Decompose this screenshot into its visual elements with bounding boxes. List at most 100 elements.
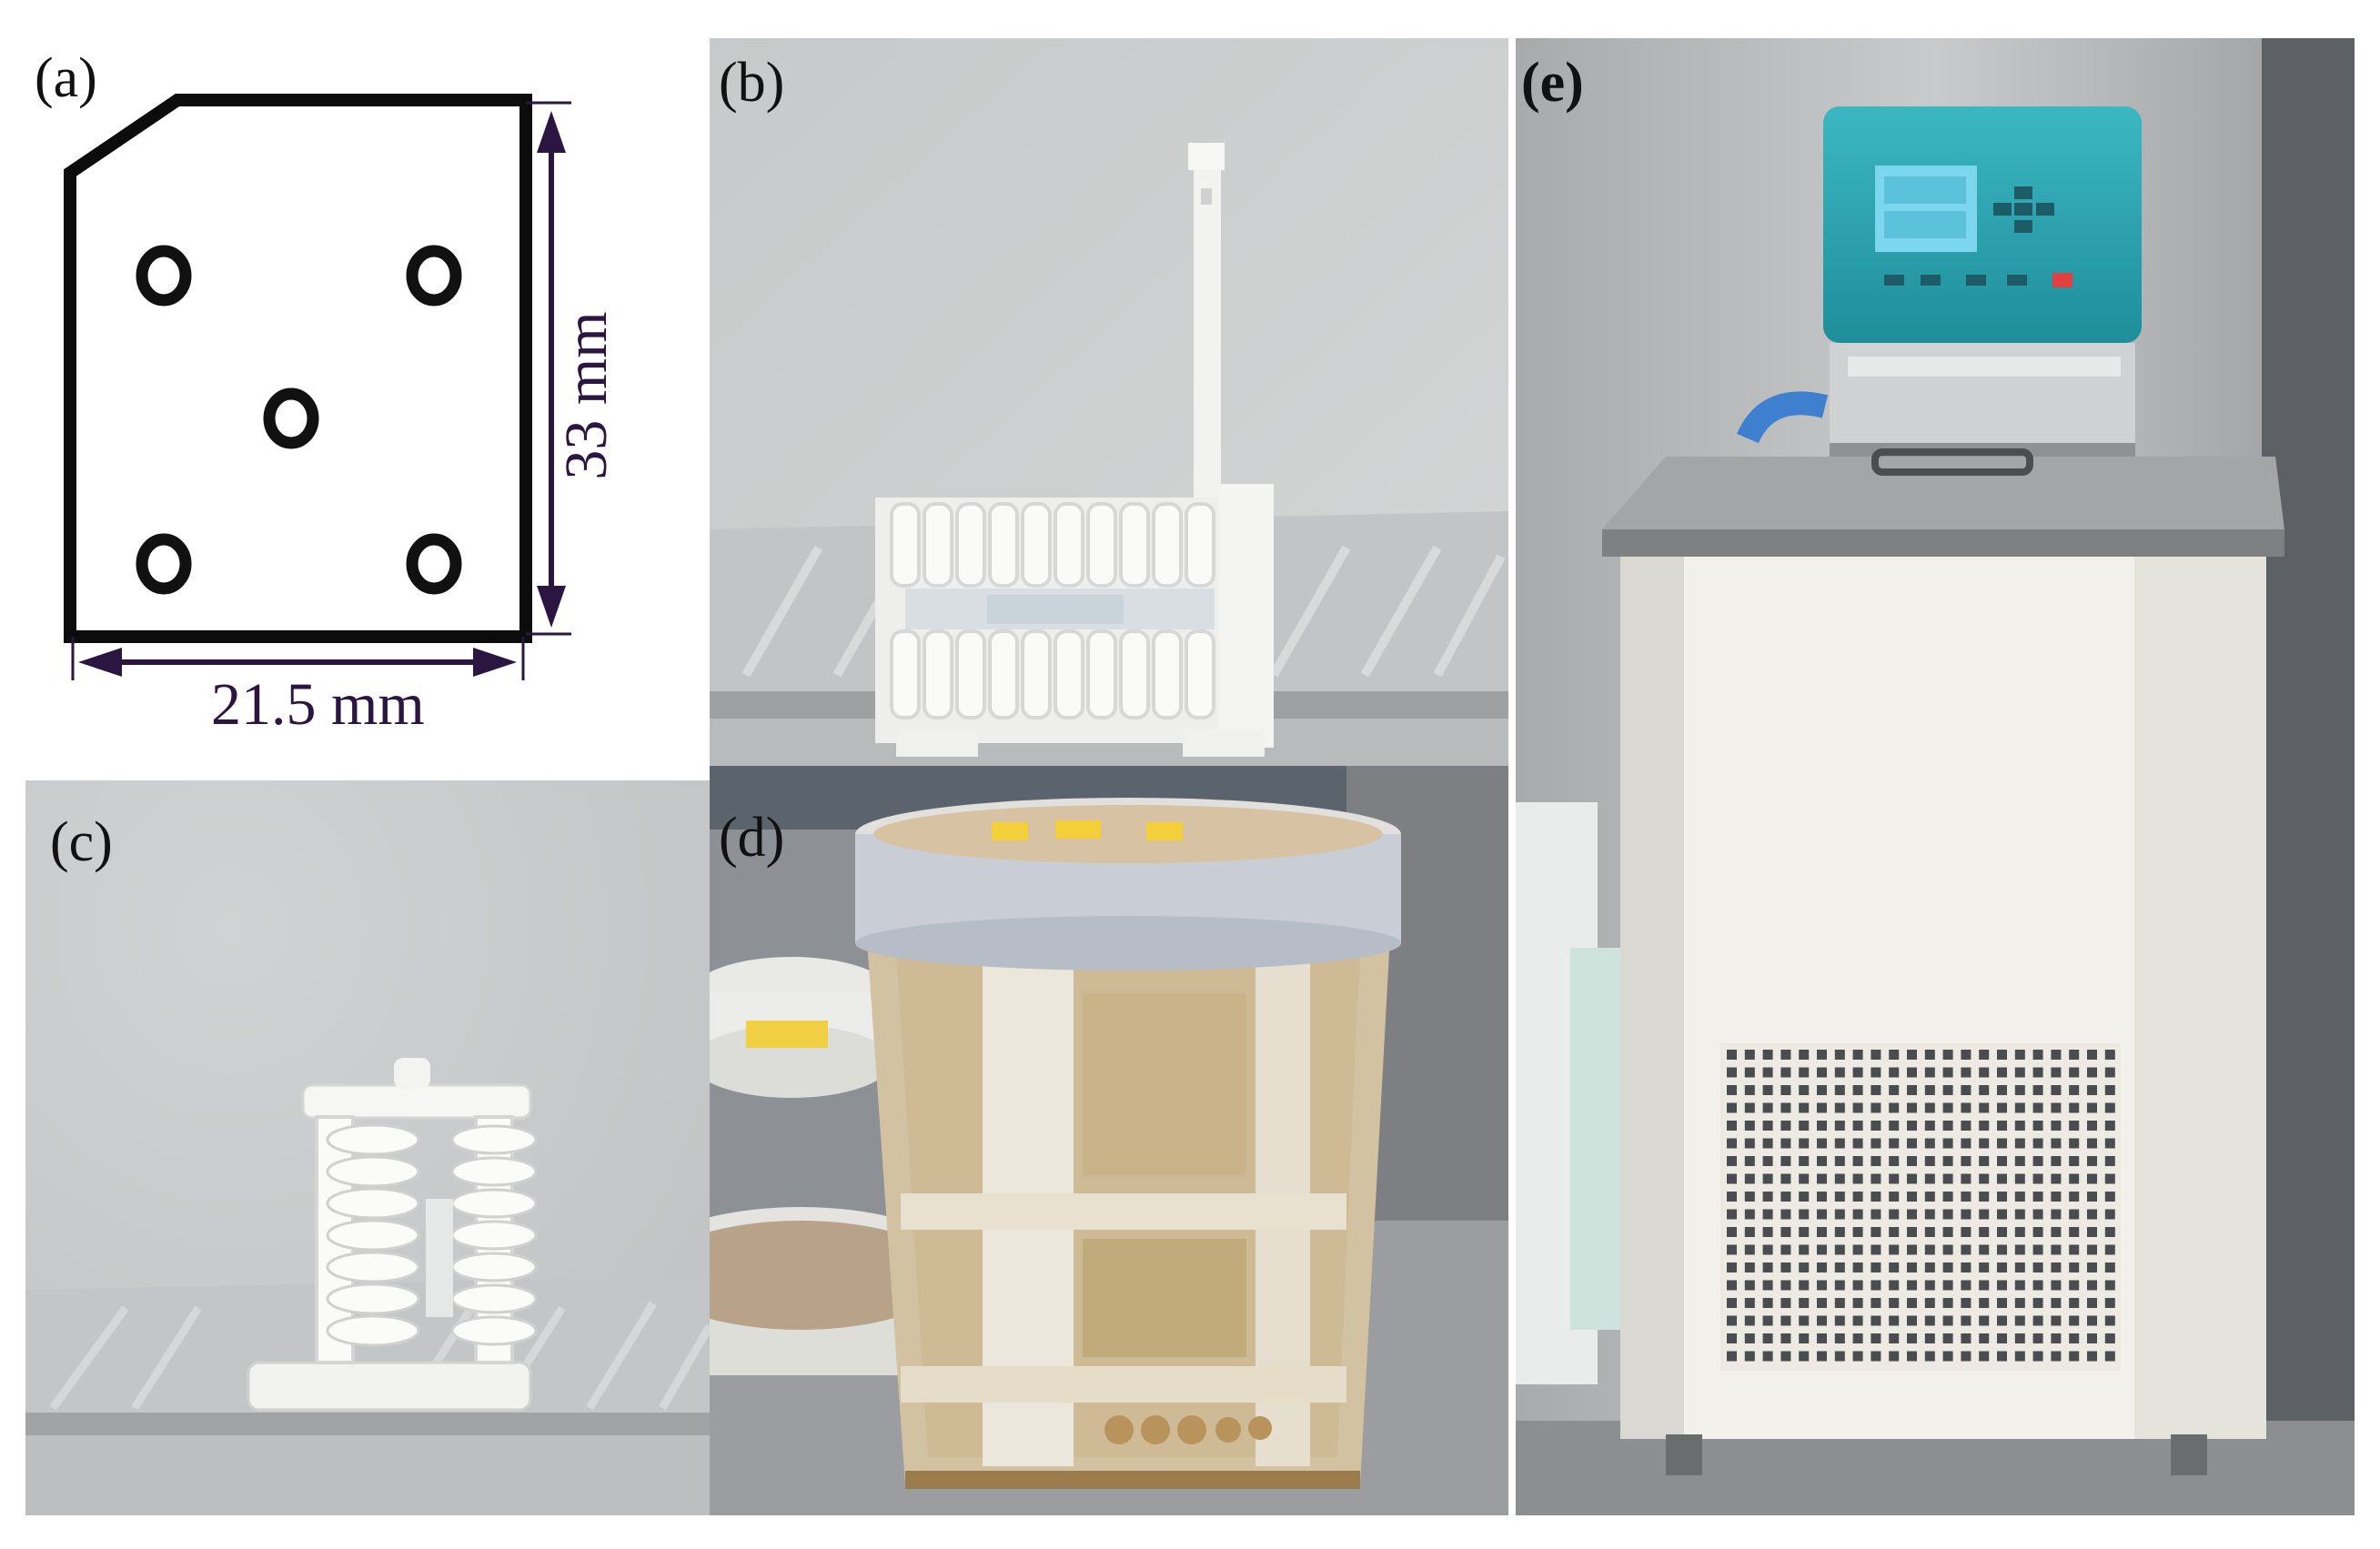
vent-hole [1889, 1138, 1900, 1149]
vent-hole [1727, 1262, 1737, 1272]
vent-hole [1889, 1280, 1900, 1291]
hole [406, 245, 462, 307]
vent-hole [1817, 1192, 1827, 1202]
vent-hole [1961, 1280, 1972, 1291]
vent-hole [1780, 1227, 1791, 1237]
vent-hole [2014, 1050, 2025, 1060]
vent-hole [1942, 1050, 1953, 1060]
specimen-schematic [0, 0, 710, 773]
vent-hole [2032, 1333, 2043, 1343]
vent-hole [1979, 1156, 1990, 1166]
vent-hole [1799, 1298, 1810, 1308]
vent-hole [1780, 1050, 1791, 1060]
vent-hole [2087, 1244, 2097, 1255]
vent-hole [2104, 1351, 2115, 1362]
vent-hole [1979, 1262, 1990, 1272]
vent-hole [2051, 1244, 2062, 1255]
vent-hole [1799, 1121, 1810, 1131]
vent-hole [2104, 1244, 2115, 1255]
vent-hole [1744, 1156, 1755, 1166]
vent-hole [1997, 1315, 2007, 1326]
vent-hole [1961, 1067, 1972, 1078]
vent-hole [2069, 1280, 2080, 1291]
vent-hole [1799, 1244, 1810, 1255]
vent-hole [2014, 1333, 2025, 1343]
vent-hole [1924, 1262, 1935, 1272]
vent-hole [1834, 1173, 1845, 1184]
vent-hole [1762, 1067, 1773, 1078]
specimen-outline [64, 94, 532, 643]
vent-hole [1942, 1138, 1953, 1149]
vent-hole [1961, 1315, 1972, 1326]
vent-hole [1924, 1050, 1935, 1060]
vent-hole [2032, 1244, 2043, 1255]
vent-hole [1727, 1227, 1737, 1237]
vent-hole [2032, 1173, 2043, 1184]
vent-hole [2014, 1138, 2025, 1149]
vent-hole [1871, 1102, 1881, 1113]
vent-hole [1799, 1315, 1810, 1326]
vent-hole [1942, 1351, 1953, 1362]
vent-hole [1799, 1067, 1810, 1078]
vent-hole [2051, 1280, 2062, 1291]
vertical-specimen-holder-photo [25, 780, 710, 1515]
vent-hole [1942, 1121, 1953, 1131]
refrigerated-circulating-bath-photo [1516, 38, 2355, 1515]
vent-hole [2104, 1156, 2115, 1166]
vent-hole [2087, 1192, 2097, 1202]
vent-hole [2014, 1262, 2025, 1272]
vent-hole [1889, 1333, 1900, 1343]
vent-hole [1907, 1121, 1917, 1131]
vent-hole [1924, 1244, 1935, 1255]
vent-hole [1817, 1262, 1827, 1272]
vent-hole [1852, 1192, 1863, 1202]
vent-hole [1924, 1333, 1935, 1343]
vent-hole [1817, 1085, 1827, 1095]
vent-hole [1942, 1067, 1953, 1078]
vent-hole [1780, 1102, 1791, 1113]
vent-hole [1817, 1138, 1827, 1149]
vent-hole [1817, 1227, 1827, 1237]
vent-hole [1834, 1138, 1845, 1149]
vent-hole [1961, 1050, 1972, 1060]
vent-hole [1979, 1244, 1990, 1255]
vent-hole [1744, 1192, 1755, 1202]
vent-hole [2087, 1173, 2097, 1184]
vent-hole [1871, 1227, 1881, 1237]
vent-hole [1924, 1138, 1935, 1149]
vent-hole [1817, 1102, 1827, 1113]
vent-hole [1762, 1351, 1773, 1362]
vent-hole [1727, 1315, 1737, 1326]
vent-hole [1834, 1050, 1845, 1060]
vent-hole [1780, 1244, 1791, 1255]
vent-hole [1780, 1192, 1791, 1202]
vent-hole [1744, 1138, 1755, 1149]
vent-hole [1780, 1085, 1791, 1095]
controller-panel [1823, 106, 2142, 343]
vent-hole [2087, 1050, 2097, 1060]
vent-hole [1997, 1351, 2007, 1362]
vent-hole [1727, 1156, 1737, 1166]
vent-hole [2104, 1280, 2115, 1291]
vent-hole [1979, 1315, 1990, 1326]
vent-hole [1727, 1102, 1737, 1113]
vent-hole [1727, 1138, 1737, 1149]
vent-hole [2087, 1209, 2097, 1220]
vent-hole [1942, 1173, 1953, 1184]
vent-hole [1907, 1050, 1917, 1060]
immersion-container-photo [710, 766, 1508, 1515]
vent-hole [1780, 1156, 1791, 1166]
vent-hole [1762, 1209, 1773, 1220]
vent-hole [1997, 1067, 2007, 1078]
vent-hole [1889, 1102, 1900, 1113]
vent-hole [1727, 1298, 1737, 1308]
vent-hole [2051, 1262, 2062, 1272]
vent-hole [1727, 1085, 1737, 1095]
vent-hole [1907, 1085, 1917, 1095]
vent-hole [1744, 1315, 1755, 1326]
vent-hole [1834, 1121, 1845, 1131]
vent-hole [1834, 1315, 1845, 1326]
vent-hole [1889, 1050, 1900, 1060]
vent-hole [1780, 1138, 1791, 1149]
vent-hole [1924, 1085, 1935, 1095]
